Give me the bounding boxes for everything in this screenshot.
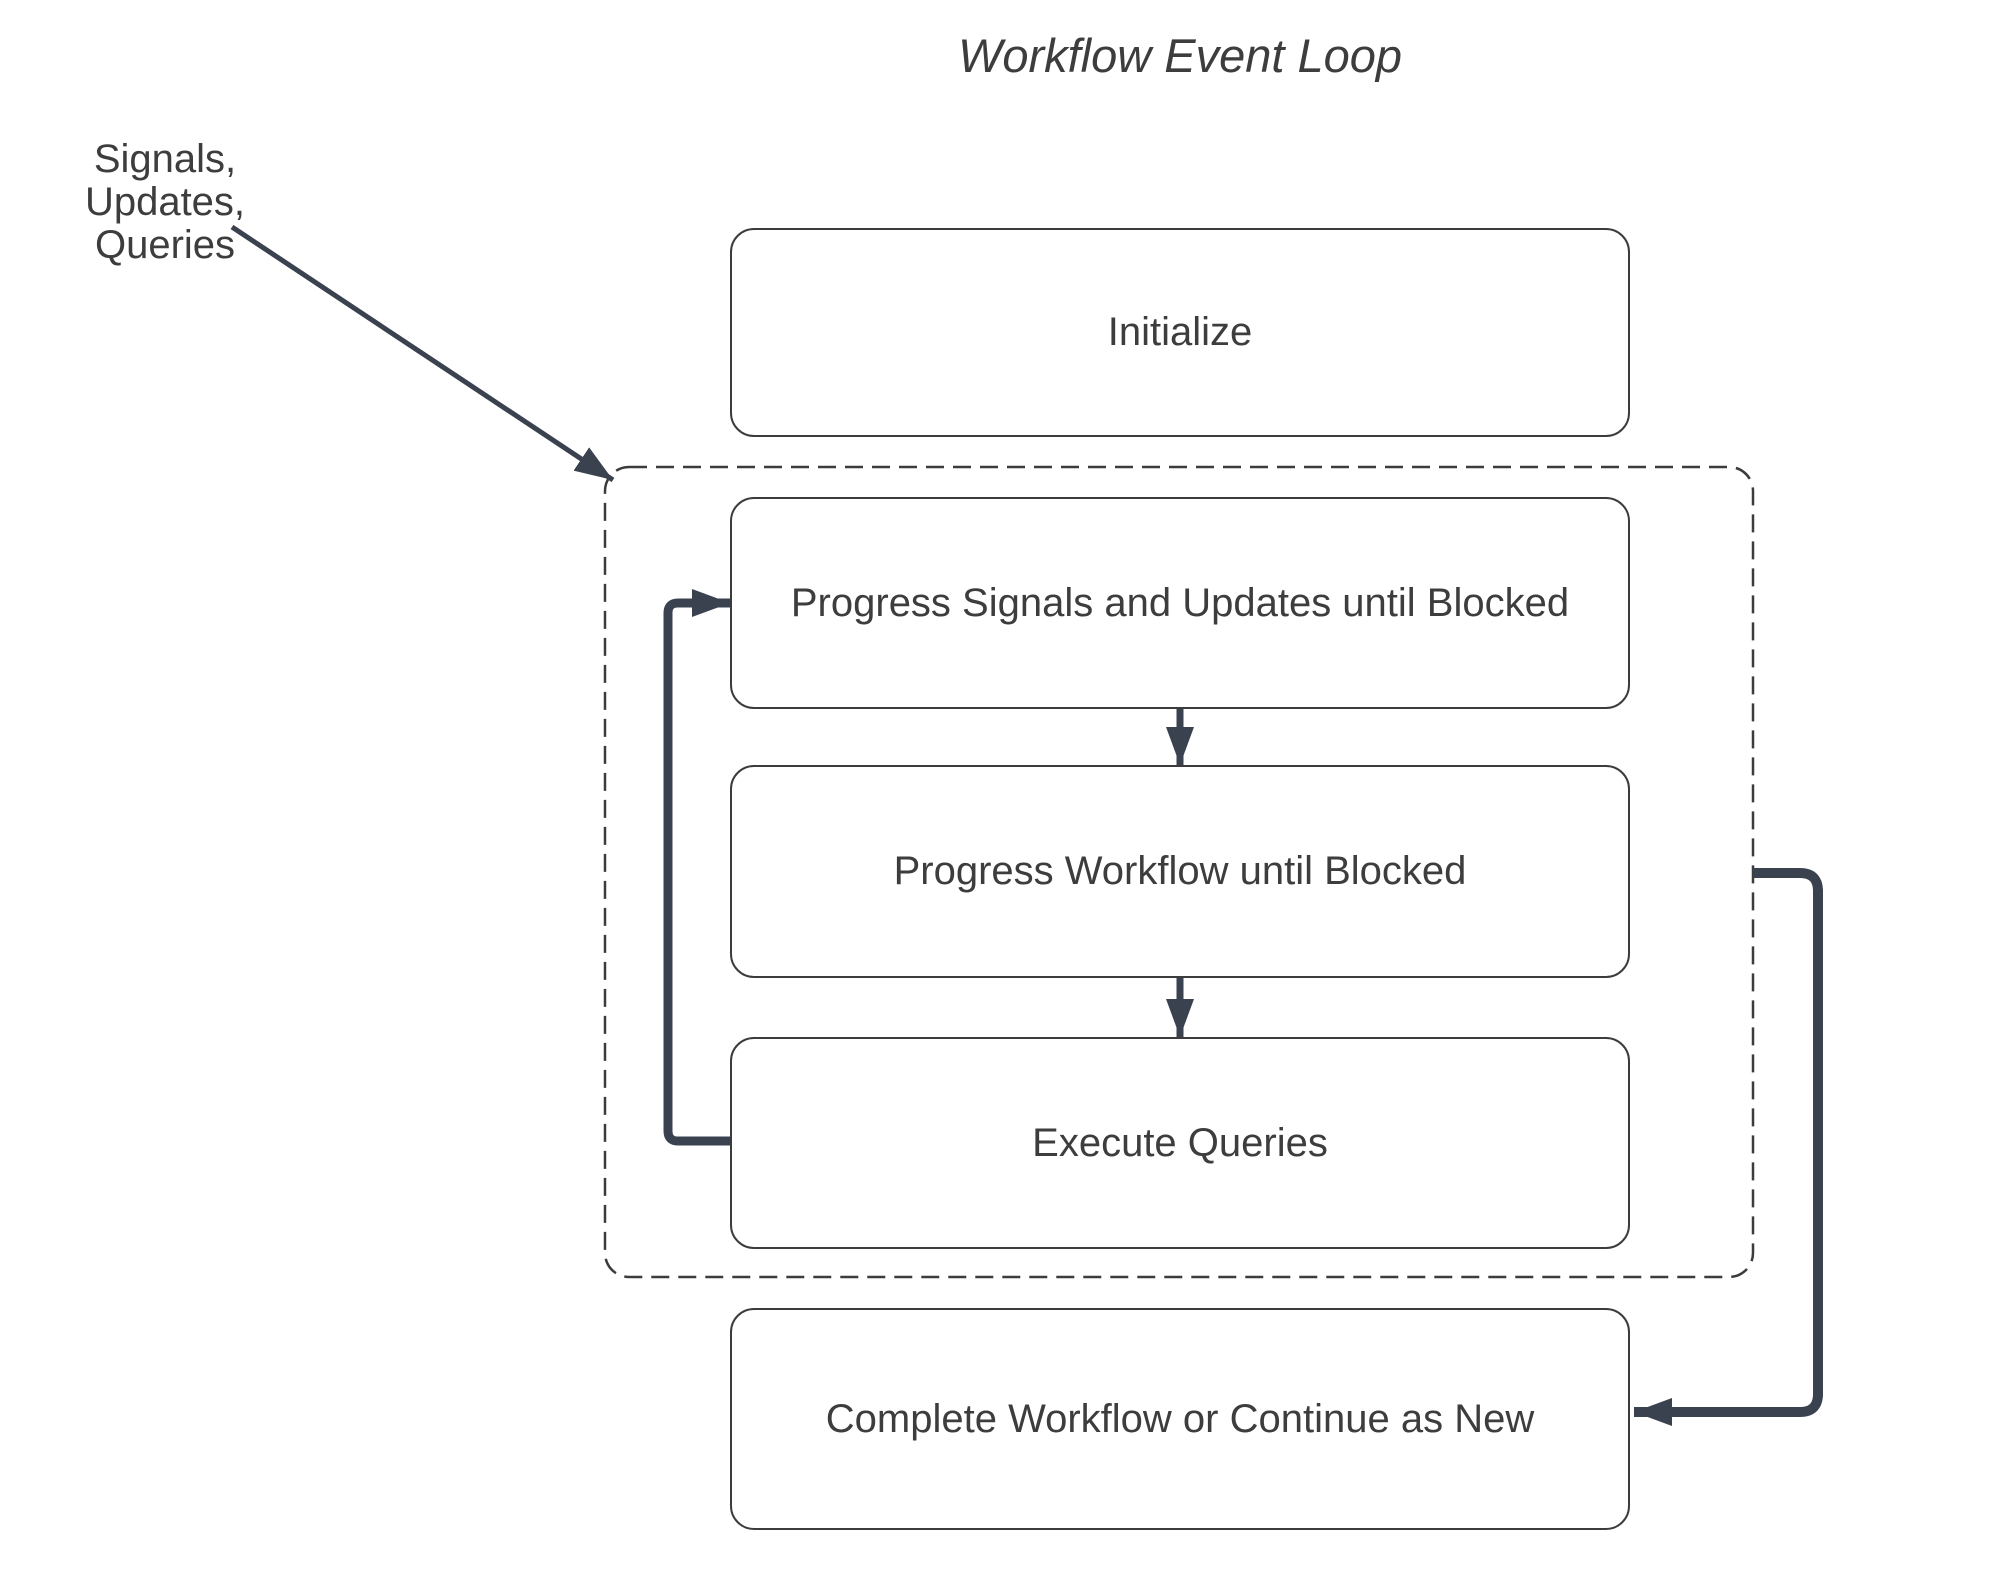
node-execute-queries-label: Execute Queries [1032,1120,1328,1165]
node-initialize: Initialize [730,228,1630,437]
diagram-title: Workflow Event Loop [957,29,1403,82]
node-progress-workflow-label: Progress Workflow until Blocked [893,849,1467,893]
arrow-event-loop-to-complete [1634,868,1823,1426]
signals-updates-queries-label: Signals, Updates, Queries [84,137,246,268]
node-initialize-label: Initialize [1107,310,1253,354]
node-progress-signals: Progress Signals and Updates until Block… [730,497,1630,709]
arrow-execute-queries-loop-to-progress-signals [663,589,730,1146]
node-progress-signals-label: Progress Signals and Updates until Block… [790,580,1570,625]
node-complete-label: Complete Workflow or Continue as New [825,1396,1535,1441]
node-complete: Complete Workflow or Continue as New [730,1308,1630,1530]
node-progress-workflow: Progress Workflow until Blocked [730,765,1630,978]
node-execute-queries: Execute Queries [730,1037,1630,1249]
